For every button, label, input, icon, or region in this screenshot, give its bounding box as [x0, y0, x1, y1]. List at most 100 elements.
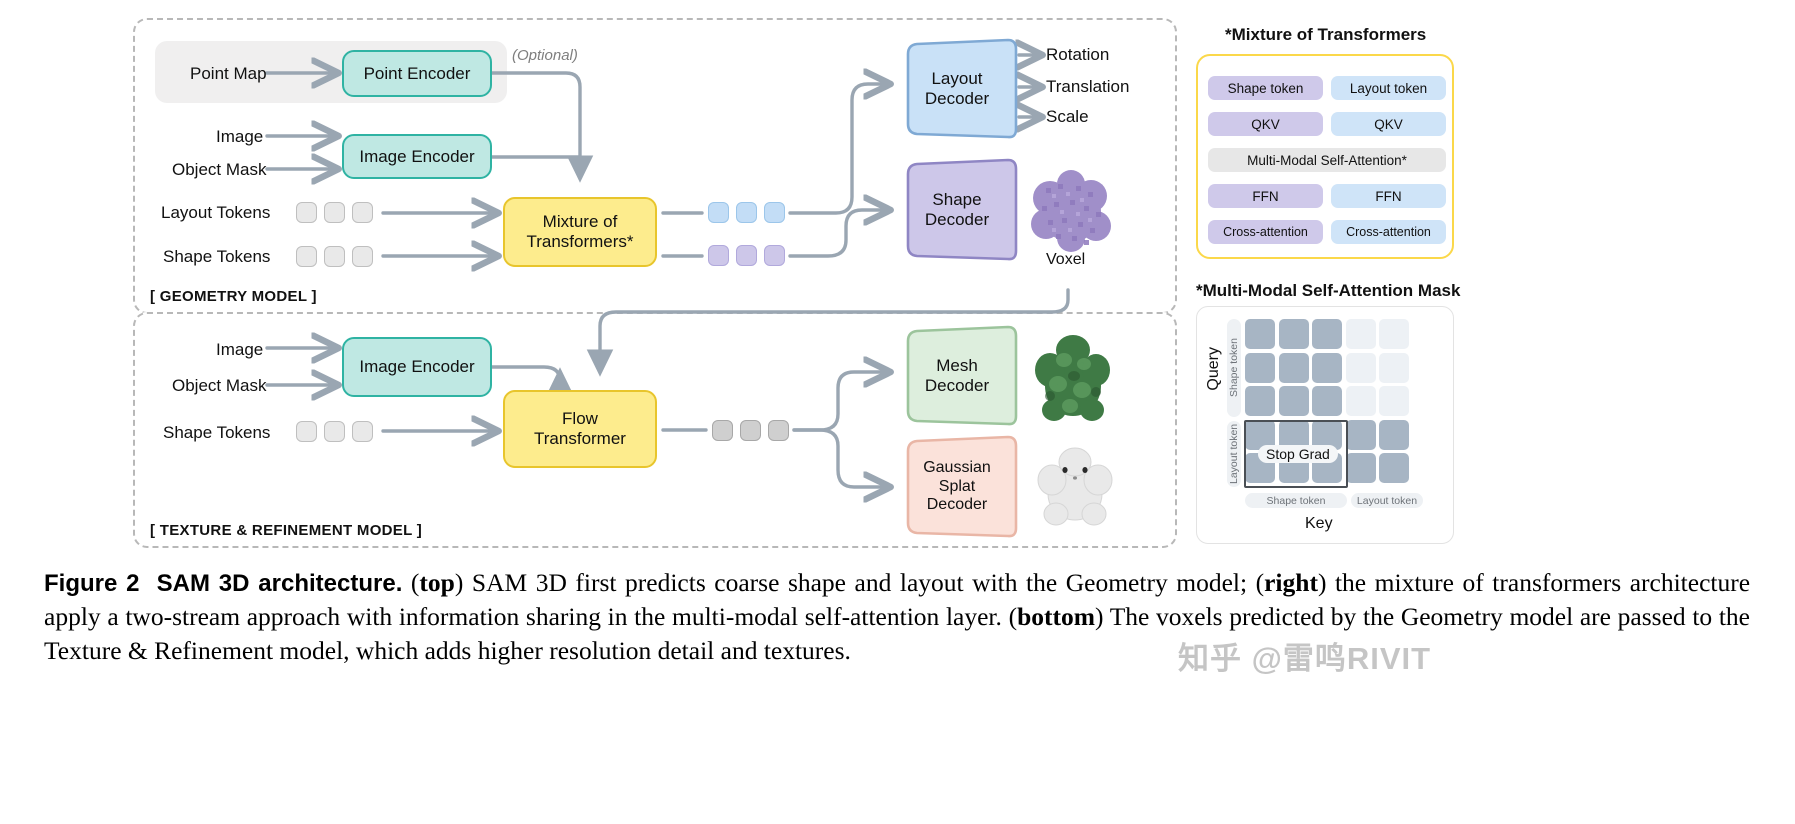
attention-mask-cell	[1345, 386, 1376, 416]
flow-line-2: Transformer	[534, 429, 626, 448]
mot-legend-title: *Mixture of Transformers	[1225, 25, 1427, 44]
token-chip	[708, 245, 729, 266]
input-label-image-geometry: Image	[216, 127, 264, 146]
shape-token-chips-input-geometry	[296, 246, 373, 267]
mesh-decoder-block: Mesh Decoder	[898, 325, 1018, 426]
legend-chip-layout-token: Layout token	[1331, 76, 1446, 100]
image-encoder-block-geometry: Image Encoder	[342, 134, 492, 179]
legend-chip-qkv-layout: QKV	[1331, 112, 1446, 136]
token-chip	[324, 202, 345, 223]
geometry-model-label: [ GEOMETRY MODEL ]	[150, 288, 317, 305]
legend-row-ffn: FFN FFN	[1208, 184, 1446, 208]
input-label-point-map: Point Map	[190, 64, 267, 83]
mask-query-axis-label: Query	[1205, 347, 1222, 391]
token-chip	[708, 202, 729, 223]
point-encoder-block: Point Encoder	[342, 50, 492, 97]
token-chip	[764, 245, 785, 266]
token-chip	[324, 246, 345, 267]
stop-grad-region-outline	[1244, 420, 1348, 488]
attention-mask-cell	[1345, 453, 1376, 483]
attention-mask-cell	[1379, 386, 1409, 416]
legend-chip-ffn-layout: FFN	[1331, 184, 1446, 208]
input-label-shape-tokens-texture: Shape Tokens	[163, 423, 271, 442]
caption-text-1: (	[410, 568, 420, 597]
mot-line-1: Mixture of	[542, 212, 618, 232]
token-chip	[352, 202, 373, 223]
legend-chip-ffn-shape: FFN	[1208, 184, 1323, 208]
input-label-image-texture: Image	[216, 340, 264, 359]
attention-mask-cell	[1245, 386, 1275, 416]
token-chip	[764, 202, 785, 223]
output-label-translation: Translation	[1046, 77, 1130, 96]
attention-mask-cell	[1379, 453, 1409, 483]
attention-mask-cell	[1345, 352, 1376, 383]
token-chip	[324, 421, 345, 442]
token-chip	[736, 202, 757, 223]
attention-mask-cell	[1345, 419, 1376, 450]
token-chip	[296, 246, 317, 267]
caption-bold-bottom: bottom	[1017, 601, 1095, 631]
input-label-object-mask-texture: Object Mask	[172, 376, 267, 395]
mask-row-group-layout-token: Layout token	[1227, 421, 1241, 487]
texture-model-label: [ TEXTURE & REFINEMENT MODEL ]	[150, 522, 423, 539]
gaussian-splat-decoder-block: Gaussian Splat Decoder	[898, 435, 1018, 538]
attention-mask-cell	[1312, 352, 1342, 383]
shape-decoder-block: Shape Decoder	[898, 158, 1018, 261]
attention-mask-cell	[1278, 352, 1309, 383]
attention-mask-cell	[1278, 419, 1309, 450]
caption-text-4: ) The voxels predicted by the Geometry m…	[44, 601, 1750, 665]
attention-mask-card: Query Key Shape token Layout token Shape…	[1196, 306, 1454, 544]
output-label-rotation: Rotation	[1046, 45, 1110, 64]
attention-mask-cell	[1312, 419, 1342, 450]
flow-transformer-block: Flow Transformer	[503, 390, 657, 468]
input-label-object-mask-geometry: Object Mask	[172, 160, 267, 179]
image-encoder-block-texture: Image Encoder	[342, 337, 492, 397]
gaussian-splat-preview-image	[1032, 444, 1118, 526]
mask-col-group-layout-token: Layout token	[1351, 493, 1423, 508]
mesh-preview-image	[1030, 330, 1116, 422]
attention-mask-cell	[1278, 319, 1309, 349]
attention-mask-cell	[1345, 319, 1376, 349]
layout-decoder-block: Layout Decoder	[898, 38, 1018, 139]
layout-token-chips-input	[296, 202, 373, 223]
mot-line-2: Transformers*	[526, 232, 634, 251]
flow-token-chips-output	[712, 420, 789, 441]
legend-row-tokens: Shape token Layout token	[1208, 76, 1446, 100]
shape-token-chips-input-texture	[296, 421, 373, 442]
legend-chip-cross-attention-shape: Cross-attention	[1208, 220, 1323, 244]
legend-row-qkv: QKV QKV	[1208, 112, 1446, 136]
legend-chip-shape-token: Shape token	[1208, 76, 1323, 100]
legend-row-cross-attention: Cross-attention Cross-attention	[1208, 220, 1446, 244]
stop-grad-label: Stop Grad	[1258, 445, 1338, 463]
token-chip	[740, 420, 761, 441]
output-label-scale: Scale	[1046, 107, 1089, 126]
input-label-layout-tokens: Layout Tokens	[161, 203, 271, 222]
attention-mask-cell	[1379, 319, 1409, 349]
caption-text-2: ) SAM 3D first predicts coarse shape and…	[454, 568, 1265, 597]
mot-legend-card: Shape token Layout token QKV QKV Multi-M…	[1196, 54, 1454, 259]
attention-mask-grid	[1245, 319, 1423, 487]
layout-token-chips-output	[708, 202, 785, 223]
caption-figure-number: Figure 2	[44, 570, 140, 597]
legend-chip-multimodal-self-attention: Multi-Modal Self-Attention*	[1208, 148, 1446, 172]
figure-caption: Figure 2 SAM 3D architecture. (top) SAM …	[44, 566, 1750, 668]
voxel-label: Voxel	[1046, 251, 1086, 268]
legend-row-self-attention: Multi-Modal Self-Attention*	[1208, 148, 1446, 172]
voxel-preview-image	[1026, 168, 1116, 252]
attention-mask-cell	[1245, 319, 1275, 349]
legend-chip-qkv-shape: QKV	[1208, 112, 1323, 136]
legend-chip-cross-attention-layout: Cross-attention	[1331, 220, 1446, 244]
attention-mask-cell	[1379, 419, 1409, 450]
mixture-of-transformers-block: Mixture of Transformers*	[503, 197, 657, 267]
mask-col-group-shape-token: Shape token	[1245, 493, 1347, 508]
optional-note: (Optional)	[512, 47, 578, 64]
caption-bold-top: top	[419, 568, 455, 597]
token-chip	[712, 420, 733, 441]
input-label-shape-tokens-geometry: Shape Tokens	[163, 247, 271, 266]
attention-mask-cell	[1245, 352, 1275, 383]
shape-token-chips-output	[708, 245, 785, 266]
attention-mask-cell	[1312, 386, 1342, 416]
attention-mask-title: *Multi-Modal Self-Attention Mask	[1196, 281, 1461, 300]
watermark-text: 知乎 @雷鸣RIVIT	[1178, 641, 1432, 676]
